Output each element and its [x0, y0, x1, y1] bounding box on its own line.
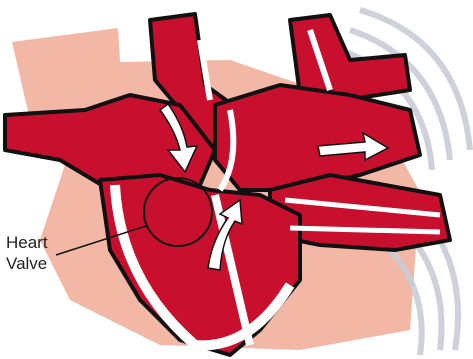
- heart-valve-label: Heart Valve: [6, 232, 48, 274]
- heart-valve-label-line2: Valve: [6, 253, 48, 274]
- heart-valve-label-line1: Heart: [6, 232, 48, 253]
